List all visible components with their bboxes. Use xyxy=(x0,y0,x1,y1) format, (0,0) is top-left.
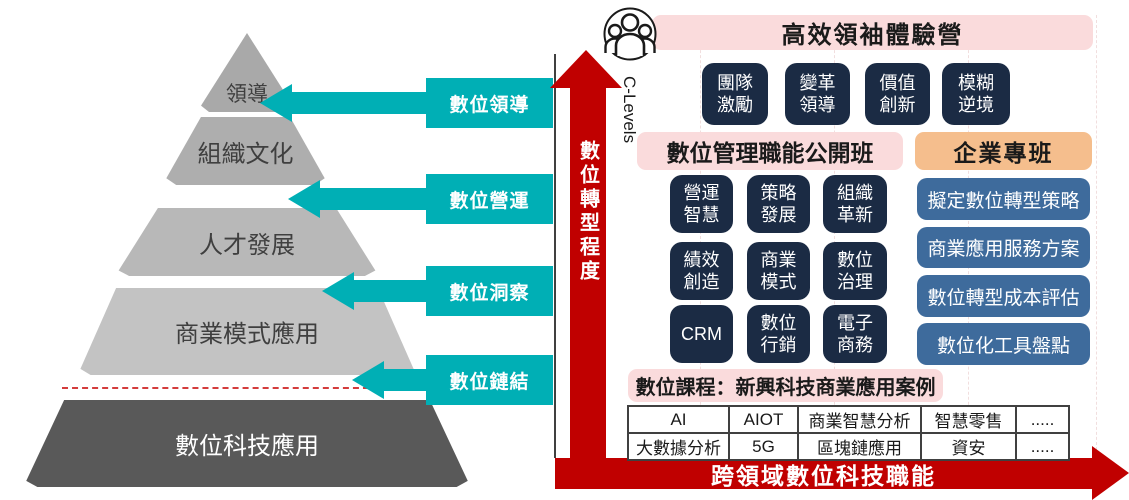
course-box-team-motivation: 團隊激勵 xyxy=(702,63,768,125)
guide-line xyxy=(834,15,835,455)
course-box-org-renewal: 組織革新 xyxy=(823,175,887,233)
pyramid-level-culture: 組織文化 xyxy=(166,117,325,185)
table-cell: ..... xyxy=(1015,432,1070,461)
cross-domain-axis: 跨領域數位科技職能 xyxy=(555,458,1092,489)
vertical-axis-label: 數位轉型程度 xyxy=(576,140,599,284)
course-box-operations-intelligence: 營運智慧 xyxy=(670,175,733,233)
course-box-ecommerce: 電子商務 xyxy=(823,305,887,363)
table-cell: 大數據分析 xyxy=(627,432,730,461)
table-cell: 5G xyxy=(728,432,799,461)
divider-dashed-line xyxy=(62,387,379,389)
table-row: 大數據分析 5G 區塊鏈應用 資安 ..... xyxy=(627,432,1070,461)
arrow-shaft xyxy=(319,188,426,210)
course-box-strategy-development: 策略發展 xyxy=(747,175,810,233)
vertical-axis-line xyxy=(554,54,556,458)
people-group-icon xyxy=(601,6,659,69)
guide-line xyxy=(1096,15,1097,455)
left-arrow-icon xyxy=(288,180,320,218)
table-cell: AIOT xyxy=(728,405,799,434)
course-box-change-leadership: 變革領導 xyxy=(785,63,850,125)
banner-enterprise-class: 企業專班 xyxy=(915,132,1092,170)
c-levels-label: C-Levels xyxy=(620,76,639,144)
enterprise-item-tool-inventory: 數位化工具盤點 xyxy=(917,323,1090,365)
table-cell: 區塊鏈應用 xyxy=(797,432,922,461)
table-cell: 資安 xyxy=(920,432,1017,461)
pyramid-level-business-model: 商業模式應用 xyxy=(80,288,414,375)
arrow-shaft xyxy=(291,92,426,114)
course-box-value-innovation: 價值創新 xyxy=(865,63,930,125)
pyramid-level-technology: 數位科技應用 xyxy=(26,400,468,487)
callout-digital-insight: 數位洞察 xyxy=(426,266,553,316)
course-box-ambiguity: 模糊逆境 xyxy=(942,63,1010,125)
arrow-shaft xyxy=(353,280,426,302)
callout-digital-leadership: 數位領導 xyxy=(426,78,553,128)
pyramid-level-talent: 人才發展 xyxy=(118,208,376,276)
right-arrow-icon xyxy=(1092,446,1129,500)
course-box-crm: CRM xyxy=(670,305,733,363)
course-box-performance-creation: 績效創造 xyxy=(670,242,733,300)
digital-transformation-axis: 數位轉型程度 xyxy=(570,88,606,458)
left-arrow-icon xyxy=(352,361,384,399)
table-cell: AI xyxy=(627,405,730,434)
left-arrow-icon xyxy=(260,84,292,122)
table-cell: 智慧零售 xyxy=(920,405,1017,434)
table-cell: ..... xyxy=(1015,405,1070,434)
up-arrow-icon xyxy=(550,50,622,88)
course-box-digital-marketing: 數位行銷 xyxy=(747,305,810,363)
left-arrow-icon xyxy=(322,272,354,310)
digital-courses-table: AI AIOT 商業智慧分析 智慧零售 ..... 大數據分析 5G 區塊鏈應用… xyxy=(627,405,1070,461)
course-box-digital-governance: 數位治理 xyxy=(823,242,887,300)
banner-leader-camp: 高效領袖體驗營 xyxy=(652,15,1093,50)
callout-digital-link: 數位鏈結 xyxy=(426,355,553,405)
banner-digital-courses: 數位課程：新興科技商業應用案例 xyxy=(628,369,943,402)
enterprise-item-strategy: 擬定數位轉型策略 xyxy=(917,178,1090,220)
table-cell: 商業智慧分析 xyxy=(797,405,922,434)
guide-line xyxy=(700,15,701,455)
arrow-shaft xyxy=(383,369,426,391)
enterprise-item-cost-evaluation: 數位轉型成本評估 xyxy=(917,275,1090,317)
enterprise-item-service-plan: 商業應用服務方案 xyxy=(917,227,1090,268)
course-box-business-model: 商業模式 xyxy=(747,242,810,300)
table-row: AI AIOT 商業智慧分析 智慧零售 ..... xyxy=(627,405,1070,434)
banner-open-class: 數位管理職能公開班 xyxy=(637,132,903,170)
horizontal-axis-label: 跨領域數位科技職能 xyxy=(711,462,936,489)
callout-digital-operations: 數位營運 xyxy=(426,174,553,224)
